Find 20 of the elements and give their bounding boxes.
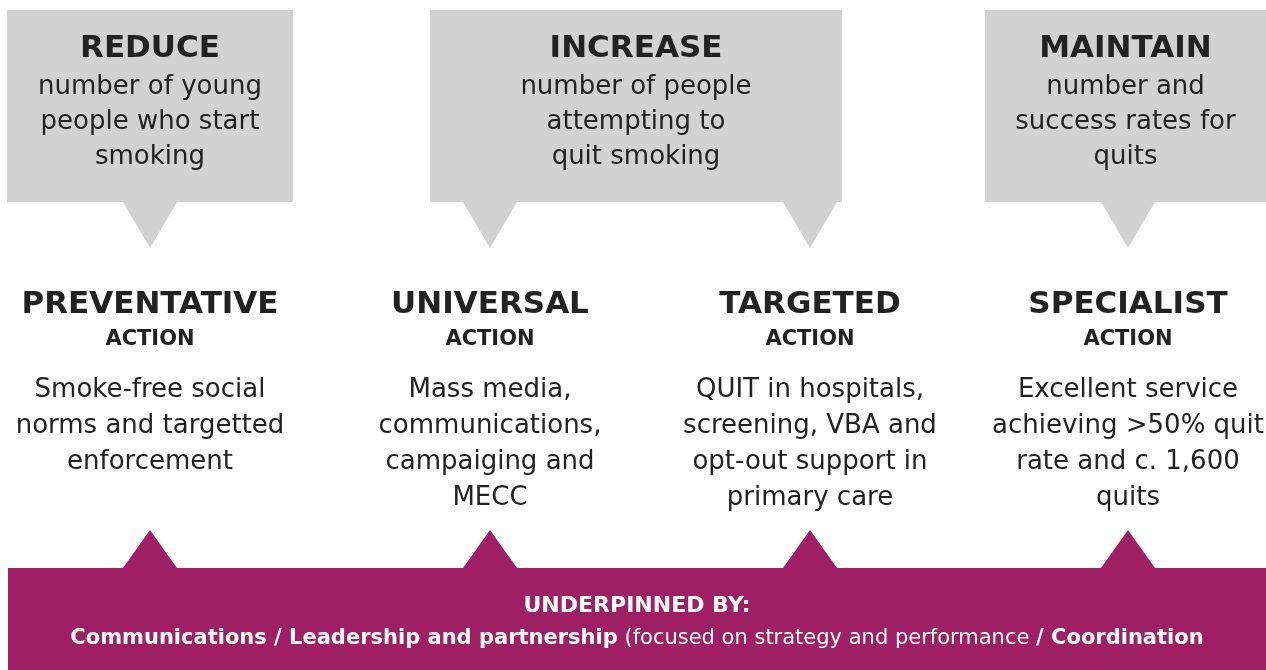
action-subheading: ACTION: [444, 325, 536, 352]
action-heading: PREVENTATIVE: [20, 283, 280, 322]
action-heading: UNIVERSAL: [390, 283, 590, 322]
goal-heading: MAINTAIN: [1038, 28, 1213, 64]
goal-heading: REDUCE: [79, 28, 221, 64]
goal-text: number of people attempting to quit smoking: [520, 69, 752, 172]
action-text: Excellent service achieving >50% quit rate and c. 1,600 quits: [991, 372, 1265, 513]
action-heading: TARGETED: [718, 283, 902, 322]
goal-text: number and success rates for quits: [1014, 69, 1237, 172]
goal-heading: INCREASE: [548, 28, 724, 64]
banner-heading: UNDERPINNED BY:: [522, 591, 752, 619]
banner-text: Communications / Leadership and partnership (focused on strategy and performance / Coordination: [69, 624, 1205, 651]
action-subheading: ACTION: [104, 325, 196, 352]
action-subheading: ACTION: [1082, 325, 1174, 352]
action-subheading: ACTION: [764, 325, 856, 352]
action-text: Smoke-free social norms and targetted enforcement: [14, 372, 286, 477]
action-text: Mass media, communications, campaiging and MECC: [377, 372, 603, 513]
goal-text: number of young people who start smoking: [37, 69, 263, 172]
action-heading: SPECIALIST: [1027, 283, 1229, 322]
action-text: QUIT in hospitals, screening, VBA and opt-out support in primary care: [682, 372, 938, 513]
